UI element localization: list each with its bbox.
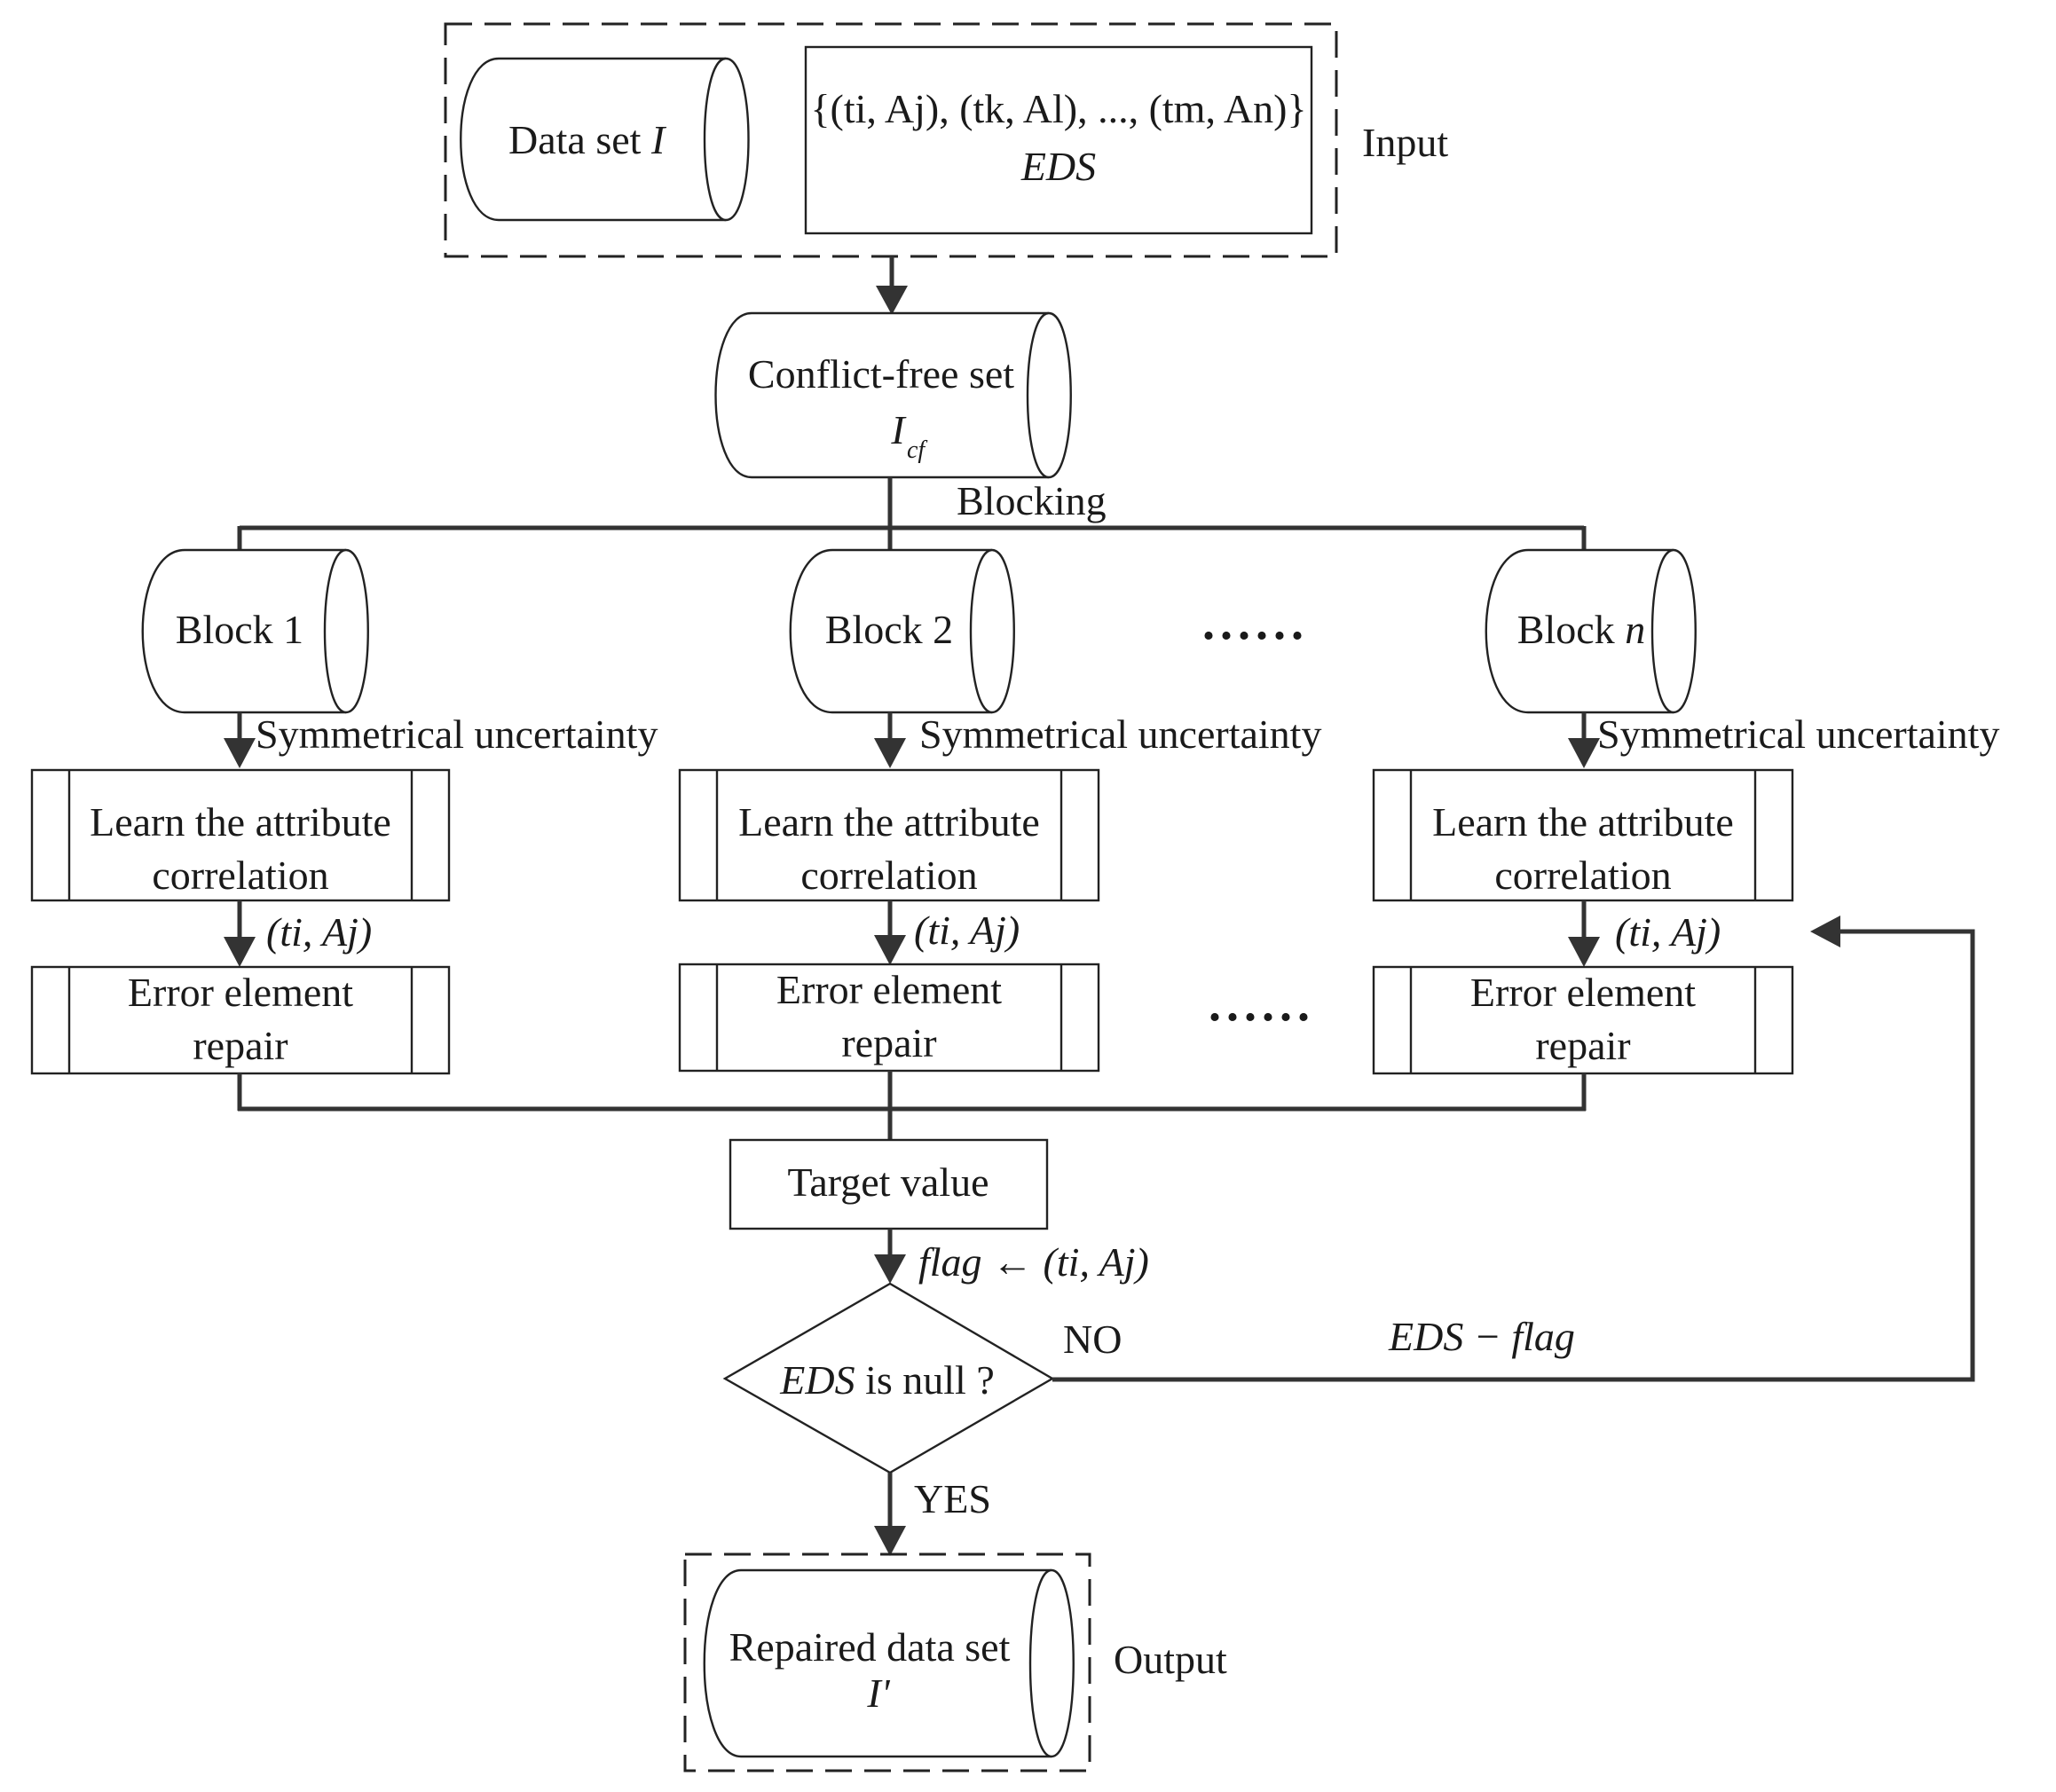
block-2-pair-label: (ti, Aj): [914, 908, 1020, 953]
target-value-box: [729, 1138, 1049, 1230]
arrowhead-input-to-conflict: [876, 286, 908, 315]
arrowhead-block-2-to-learn: [874, 738, 906, 768]
repaired-dataset-label: Repaired data set: [729, 1624, 1011, 1670]
block-2-repair-text-1: Error element: [776, 967, 1002, 1012]
block-n-label: Block n: [1517, 607, 1645, 652]
block-n-learn-text-2: correlation: [1494, 853, 1671, 898]
yes-label: YES: [914, 1476, 991, 1521]
conflict-free-set-cylinder: [714, 311, 1072, 479]
conflict-free-set-label: Conflict-free set: [748, 351, 1014, 397]
blocking-label: Blocking: [957, 478, 1107, 523]
conflict-free-set-subscript: cf: [907, 436, 927, 464]
block-n-cylinder: [1485, 548, 1697, 714]
block-1-label: Block 1: [176, 607, 303, 652]
block-1-learn-text-2: correlation: [152, 853, 328, 898]
no-label: NO: [1063, 1316, 1122, 1362]
dataset-i-label: Data set I: [508, 117, 667, 162]
arrowhead-block-n-to-learn: [1568, 738, 1600, 768]
input-group-label: Input: [1362, 120, 1448, 165]
eds-set-name: EDS: [1020, 144, 1096, 189]
arrowhead-target-to-decision: [874, 1254, 906, 1284]
arrowhead-block-n-learn-to-repair: [1568, 937, 1600, 967]
repaired-dataset-symbol: I': [866, 1670, 890, 1716]
block-1-repair-box: [30, 965, 451, 1075]
conflict-free-set-symbol: I: [890, 407, 907, 452]
output-group-label: Output: [1114, 1637, 1227, 1682]
block-1-learn-box: [30, 768, 451, 902]
block-1-su-label: Symmetrical uncertainty: [256, 711, 658, 757]
eds-set-formula: {(ti, Aj), (tk, Al), ..., (tm, An)}: [810, 86, 1306, 131]
repaired-dataset-cylinder: [703, 1568, 1075, 1758]
dataset-i-cylinder: [460, 57, 750, 222]
block-2-cylinder: [789, 548, 1015, 714]
block-n-repair-text-2: repair: [1535, 1023, 1630, 1068]
blocks-ellipsis: ......: [1202, 595, 1309, 650]
flag-assign-label: flag ← (ti, Aj): [918, 1239, 1149, 1285]
feedback-loop-arrowhead: [1810, 916, 1840, 947]
arrowhead-block-2-learn-to-repair: [874, 935, 906, 965]
block-n-repair-text-1: Error element: [1470, 970, 1696, 1015]
arrowhead-block-1-learn-to-repair: [224, 937, 256, 967]
block-2-repair-text-2: repair: [841, 1020, 936, 1065]
block-2-repair-box: [678, 963, 1100, 1073]
arrowhead-block-1-to-learn: [224, 738, 256, 768]
block-n-learn-text-1: Learn the attribute: [1432, 799, 1734, 845]
block-n-su-label: Symmetrical uncertainty: [1597, 711, 1999, 757]
block-1-pair-label: (ti, Aj): [266, 909, 372, 955]
repairs-ellipsis: ......: [1209, 977, 1315, 1032]
block-2-learn-text-2: correlation: [800, 853, 977, 898]
output-group-frame: [683, 1552, 1091, 1772]
block-2-learn-box: [678, 768, 1100, 902]
block-2-su-label: Symmetrical uncertainty: [919, 711, 1321, 757]
eds-set-box: [804, 45, 1313, 235]
block-2-label: Block 2: [825, 607, 953, 652]
target-value-label: Target value: [787, 1159, 989, 1205]
arrowhead-decision-to-output: [874, 1526, 906, 1556]
block-n-learn-box: [1372, 768, 1794, 902]
block-1-learn-text-1: Learn the attribute: [90, 799, 391, 845]
block-1-repair-text-1: Error element: [128, 970, 353, 1015]
block-1-repair-text-2: repair: [193, 1023, 288, 1068]
feedback-label: EDS − flag: [1388, 1314, 1575, 1359]
eds-null-decision-label: EDS is null ?: [779, 1357, 995, 1403]
block-n-pair-label: (ti, Aj): [1615, 909, 1721, 955]
block-1-cylinder: [141, 548, 369, 714]
feedback-loop-line: [1052, 929, 1975, 1382]
block-2-learn-text-1: Learn the attribute: [738, 799, 1040, 845]
